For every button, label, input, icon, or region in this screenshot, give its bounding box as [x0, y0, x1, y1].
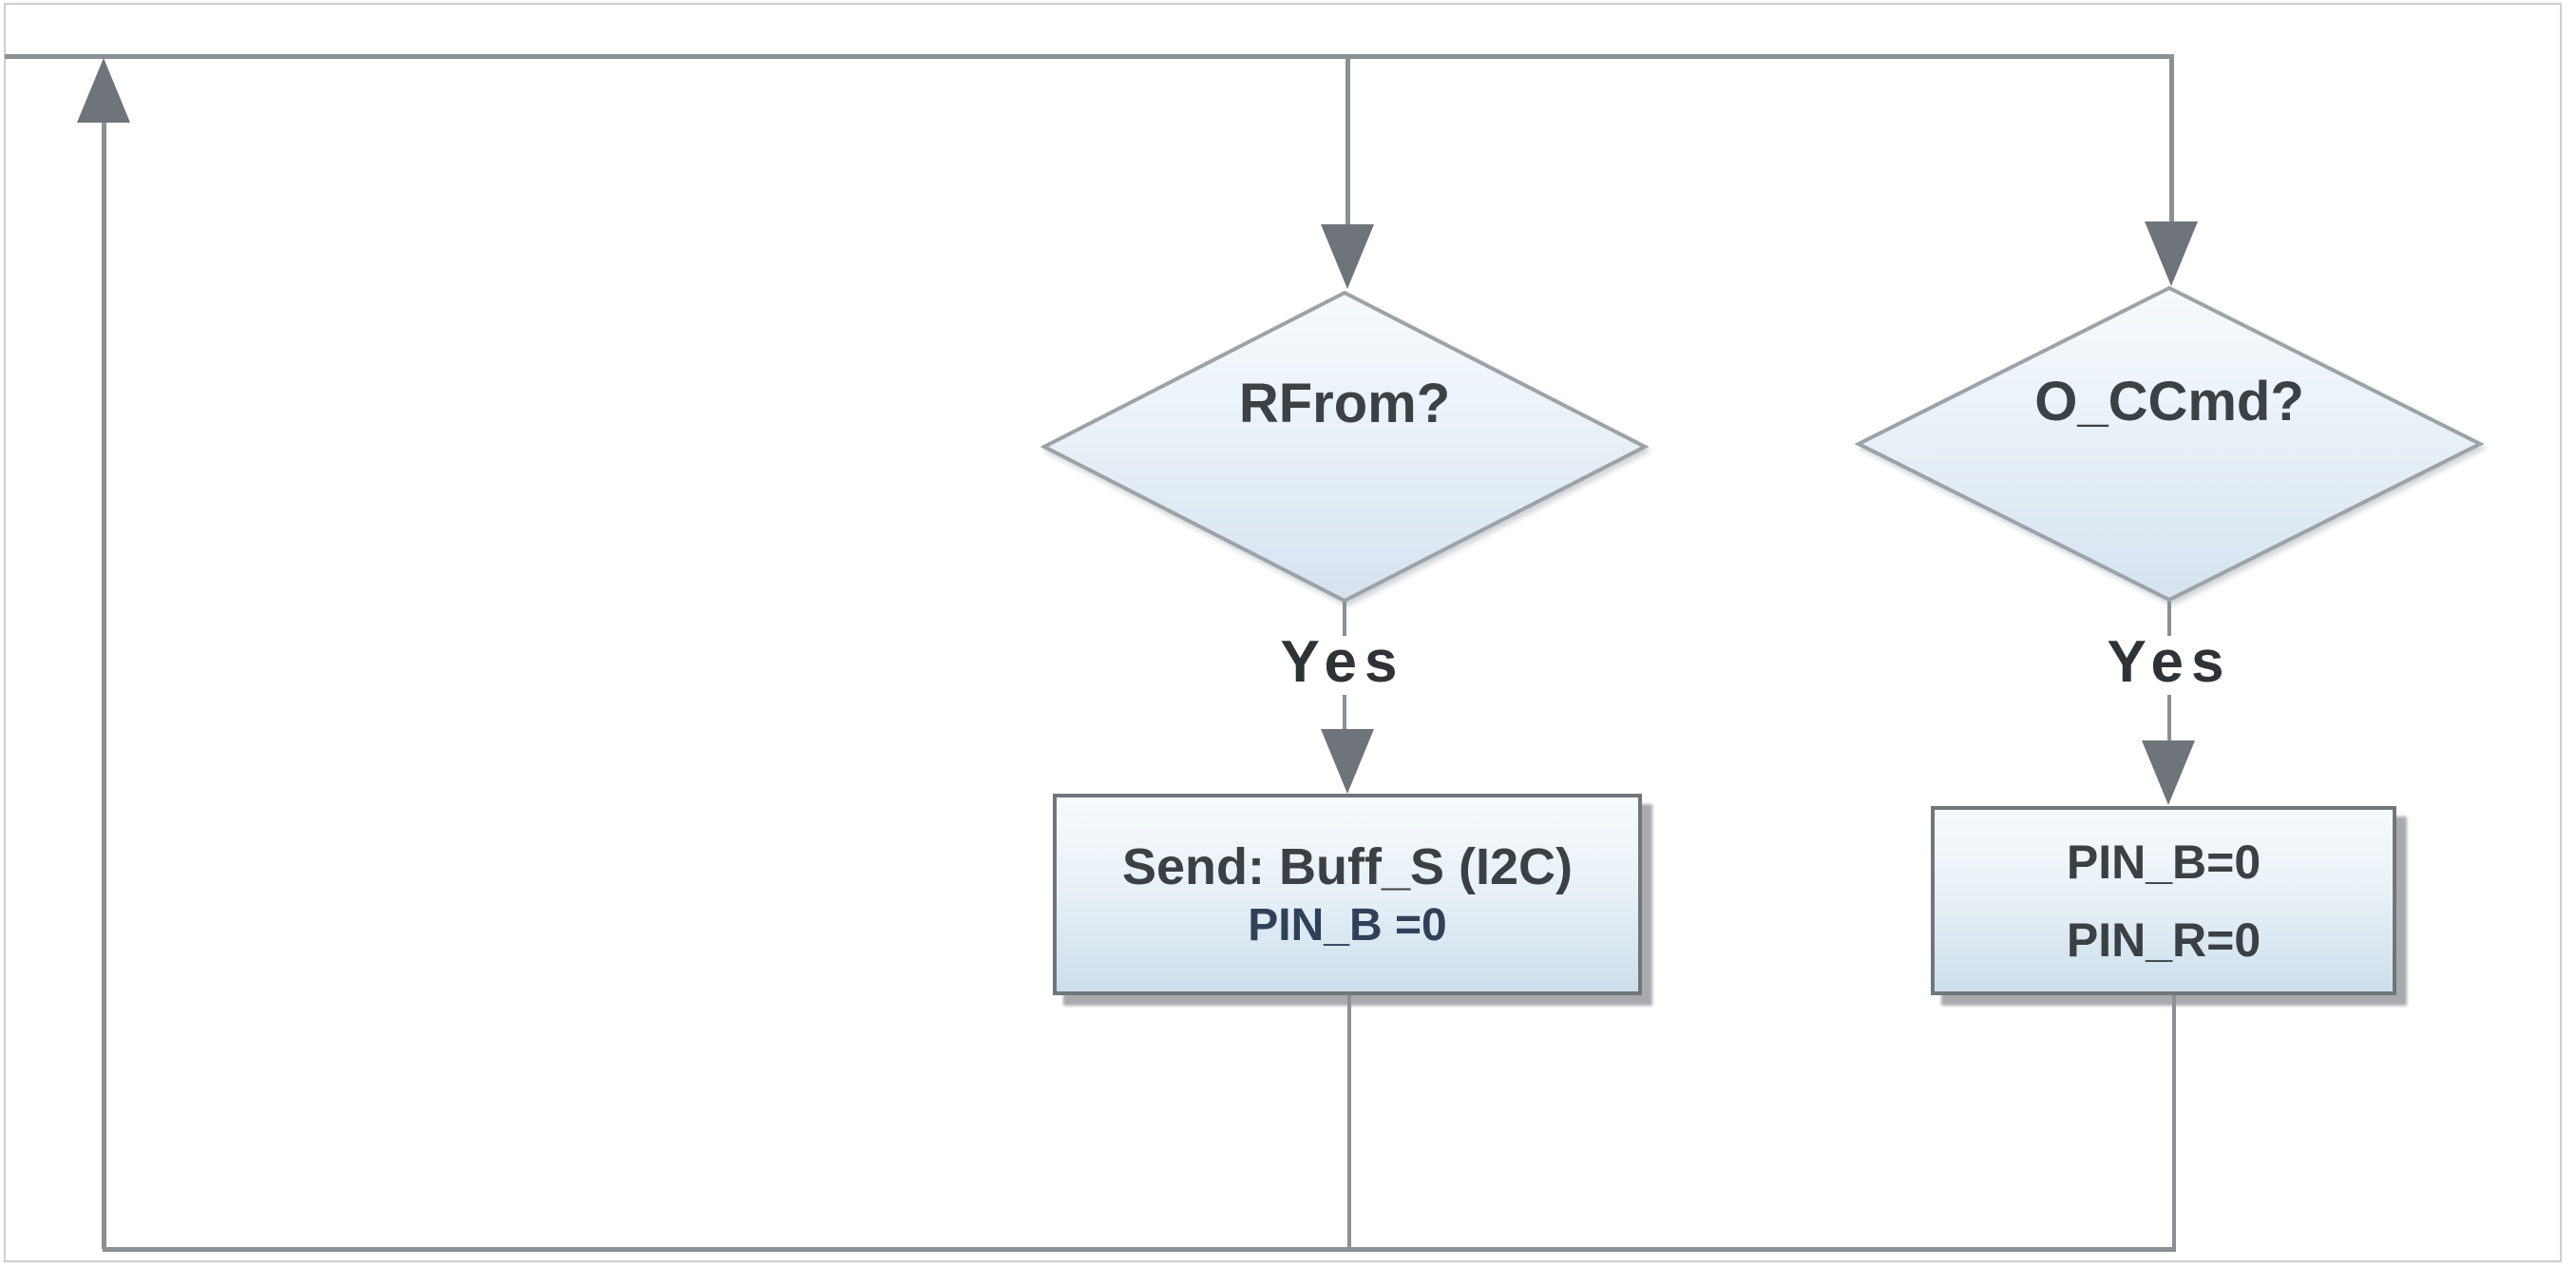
process-right-line2: PIN_R=0 [2066, 913, 2261, 967]
branch-left-stub-bottom-line [1343, 695, 1346, 729]
process-right-output-line [2172, 995, 2176, 1250]
branch-right-yes-label: Yes [2107, 629, 2232, 695]
decision-left-label: RFrom? [1238, 373, 1451, 434]
decision-right-diamond [1855, 285, 2484, 603]
process-left-line2: PIN_B =0 [1248, 900, 1447, 951]
branch-left-stub-top-line [1343, 602, 1346, 636]
loop-return-line [102, 122, 106, 1249]
decision-left-arrowhead-icon [1321, 224, 1374, 289]
loop-return-arrowhead-icon [77, 58, 130, 123]
process-left-box: Send: Buff_S (I2C) PIN_B =0 [1053, 794, 1642, 995]
process-right-line1: PIN_B=0 [2066, 835, 2261, 889]
bottom-rail-line [103, 1247, 2176, 1252]
outer-frame [4, 3, 2562, 1262]
rail-to-decision-left-line [1345, 54, 1350, 225]
rail-to-decision-right-line [2169, 54, 2174, 223]
decision-right-label: O_CCmd? [2034, 371, 2304, 432]
branch-right-stub-bottom-line [2167, 695, 2171, 740]
process-right-arrowhead-icon [2142, 740, 2195, 805]
process-left-arrowhead-icon [1321, 729, 1374, 794]
process-left-line1: Send: Buff_S (I2C) [1121, 838, 1573, 895]
branch-right-stub-top-line [2167, 602, 2171, 636]
decision-right-arrowhead-icon [2145, 221, 2198, 286]
process-left-output-line [1347, 995, 1351, 1250]
process-right-box: PIN_B=0 PIN_R=0 [1931, 806, 2396, 995]
branch-left-yes-label: Yes [1280, 629, 1405, 695]
top-rail-line [5, 54, 2174, 59]
decision-left-diamond [1040, 290, 1649, 604]
